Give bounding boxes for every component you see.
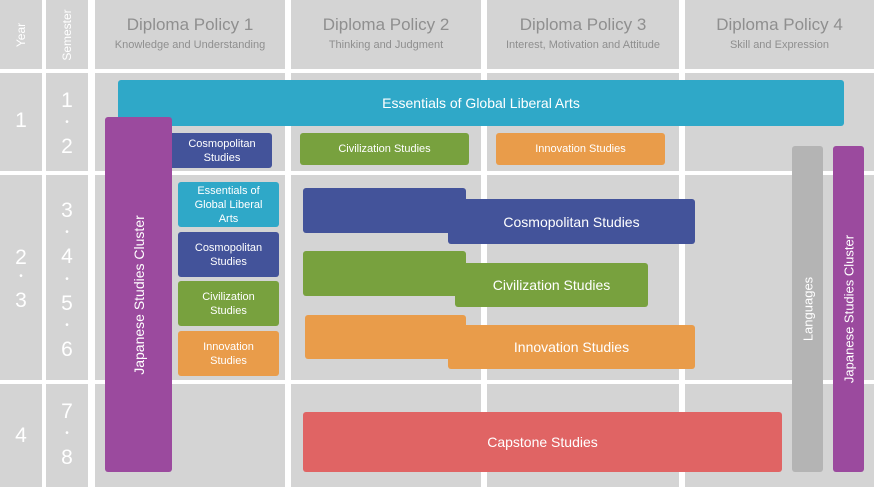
innovation-small-label: Innovation Studies — [203, 340, 254, 367]
policy-header-3: Diploma Policy 3 Interest, Motivation an… — [487, 0, 679, 69]
semester-label-2: 2 — [61, 135, 73, 158]
capstone-studies-label: Capstone Studies — [487, 434, 598, 450]
policy-subtitle-3: Interest, Motivation and Attitude — [505, 39, 661, 51]
semester-label-4: 4 — [61, 245, 73, 268]
cosmopolitan-small-box: Cosmopolitan Studies — [178, 232, 279, 277]
year-cell-1: 1 — [0, 73, 42, 171]
japanese-studies-cluster-left-label: Japanese Studies Cluster — [130, 214, 147, 375]
semester-label-5: 5 — [61, 292, 73, 315]
policy-subtitle-4: Skill and Expression — [729, 39, 830, 51]
civilization-small-box: Civilization Studies — [178, 281, 279, 326]
cosmopolitan-studies-year1: Cosmopolitan Studies — [172, 133, 272, 168]
year-cell-2-3: 2 • 3 — [0, 175, 42, 380]
semester-label-6: 6 — [61, 338, 73, 361]
japanese-studies-cluster-right-label: Japanese Studies Cluster — [841, 234, 856, 384]
semester-label-1: 1 — [61, 89, 73, 112]
innovation-step-left — [305, 315, 466, 359]
year-header: Year — [0, 0, 42, 69]
innovation-studies-year1: Innovation Studies — [496, 133, 665, 165]
cosmopolitan-studies-year1-label: Cosmopolitan Studies — [188, 137, 256, 164]
civilization-studies-bar: Civilization Studies — [455, 263, 648, 307]
policy-header-2: Diploma Policy 2 Thinking and Judgment — [291, 0, 481, 69]
year-label-1: 1 — [15, 109, 27, 132]
semester-cell-3: 7 • 8 — [46, 384, 88, 487]
semester-label-8: 8 — [61, 446, 73, 469]
essentials-small-box: Essentials of Global Liberal Arts — [178, 182, 279, 227]
semester-separator: • — [65, 428, 69, 439]
policy-title-4: Diploma Policy 4 — [716, 15, 843, 34]
cosmopolitan-studies-bar-label: Cosmopolitan Studies — [503, 213, 640, 230]
languages-bar: Languages — [792, 146, 823, 472]
essentials-global-liberal-arts-label: Essentials of Global Liberal Arts — [382, 95, 580, 111]
cosmopolitan-step-left — [303, 188, 466, 233]
policy-title-1: Diploma Policy 1 — [126, 15, 254, 34]
semester-separator: • — [65, 274, 69, 285]
civilization-studies-year1: Civilization Studies — [300, 133, 469, 165]
essentials-global-liberal-arts-bar: Essentials of Global Liberal Arts — [118, 80, 844, 126]
semester-cell-1: 1 • 2 — [46, 73, 88, 171]
semester-header: Semester — [46, 0, 88, 69]
policy-subtitle-1: Knowledge and Understanding — [114, 39, 266, 51]
year-separator: • — [19, 271, 23, 282]
year-header-label: Year — [14, 22, 28, 47]
essentials-small-label: Essentials of Global Liberal Arts — [194, 184, 263, 225]
year-label-3: 3 — [15, 289, 27, 312]
policy-title-2: Diploma Policy 2 — [322, 15, 450, 34]
civilization-step-left — [303, 251, 466, 296]
year-label-4: 4 — [15, 424, 27, 447]
cosmopolitan-studies-bar: Cosmopolitan Studies — [448, 199, 695, 244]
innovation-studies-year1-label: Innovation Studies — [535, 143, 626, 155]
policy-subtitle-2: Thinking and Judgment — [328, 39, 444, 51]
innovation-small-box: Innovation Studies — [178, 331, 279, 376]
civilization-studies-bar-label: Civilization Studies — [492, 277, 611, 293]
semester-label-3: 3 — [61, 199, 73, 222]
semester-cell-2: 3 • 4 • 5 • 6 — [46, 175, 88, 380]
semester-separator: • — [65, 227, 69, 238]
policy-title-3: Diploma Policy 3 — [519, 15, 647, 34]
semester-separator: • — [65, 117, 69, 128]
innovation-studies-bar: Innovation Studies — [448, 325, 695, 369]
year-cell-4: 4 — [0, 384, 42, 487]
innovation-studies-bar-label: Innovation Studies — [513, 339, 630, 355]
japanese-studies-cluster-right: Japanese Studies Cluster — [833, 146, 864, 472]
policy-header-4: Diploma Policy 4 Skill and Expression — [685, 0, 874, 69]
semester-separator: • — [65, 320, 69, 331]
semester-header-label: Semester — [60, 8, 74, 61]
japanese-studies-cluster-left: Japanese Studies Cluster — [105, 117, 172, 472]
year-label-2: 2 — [15, 246, 27, 269]
civilization-small-label: Civilization Studies — [202, 290, 255, 317]
languages-label: Languages — [800, 276, 815, 342]
policy-header-1: Diploma Policy 1 Knowledge and Understan… — [95, 0, 285, 69]
cosmopolitan-small-label: Cosmopolitan Studies — [194, 241, 263, 268]
civilization-studies-year1-label: Civilization Studies — [338, 143, 431, 155]
semester-label-7: 7 — [61, 400, 73, 423]
capstone-studies-bar: Capstone Studies — [303, 412, 782, 472]
